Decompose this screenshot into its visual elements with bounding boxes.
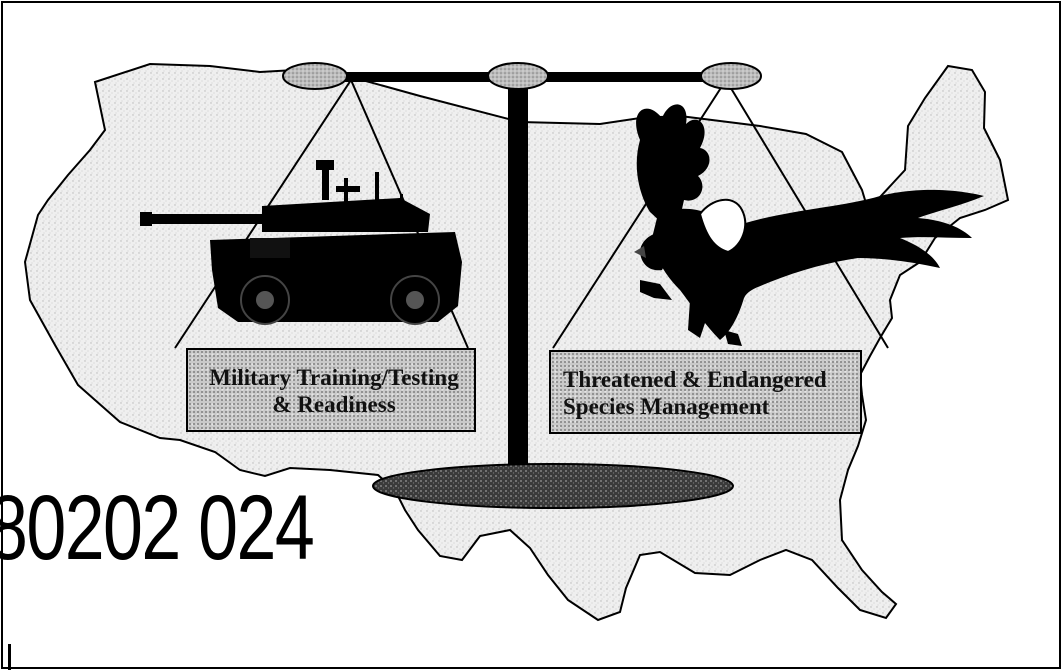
left-pivot-oval [283,63,347,89]
right-pan-caption: Threatened & Endangered Species Manageme… [549,350,862,434]
scale-pole [508,88,528,473]
left-caption-line-1: Military Training/Testing [200,364,468,391]
left-pan-caption: Military Training/Testing & Readiness [186,348,476,432]
scale-base [373,464,733,508]
document-stamp-number: 80202 024 [0,478,313,578]
margin-tick [8,644,11,670]
center-pivot-oval [488,63,548,89]
right-caption-line-1: Threatened & Endangered [563,366,852,393]
left-caption-line-2: & Readiness [200,391,468,418]
right-caption-line-2: Species Management [563,393,852,420]
right-pivot-oval [701,63,761,89]
